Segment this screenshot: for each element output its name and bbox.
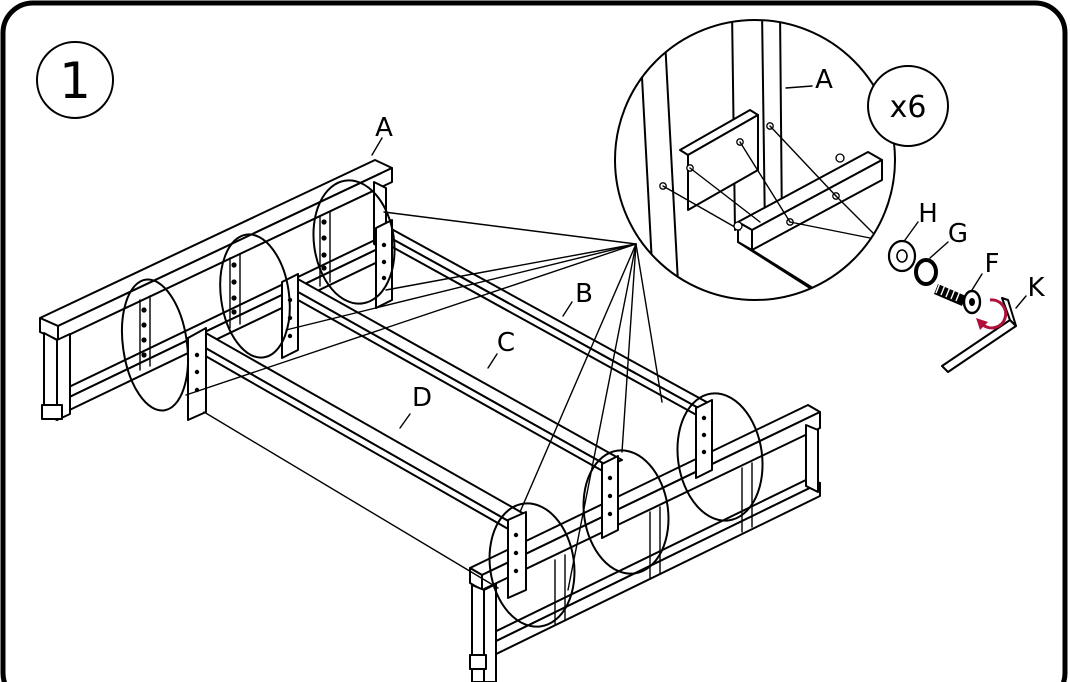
label-h: H bbox=[918, 199, 938, 229]
detail-magnifier bbox=[614, 19, 896, 301]
quantity-label: x6 bbox=[890, 90, 927, 125]
label-d: D bbox=[412, 383, 432, 413]
label-f: F bbox=[985, 249, 1000, 279]
part-labels: A B C D A H G F K bbox=[371, 65, 1045, 429]
hardware-washer-h bbox=[887, 239, 917, 273]
hardware-bolt-f bbox=[934, 282, 982, 315]
hardware-allen-key-k bbox=[941, 297, 1017, 373]
label-g: G bbox=[948, 219, 968, 249]
callout-leader-lines bbox=[185, 211, 663, 591]
step-number-badge: 1 bbox=[36, 41, 114, 119]
label-a-detail: A bbox=[815, 65, 833, 95]
label-a: A bbox=[375, 113, 393, 143]
label-b: B bbox=[575, 279, 593, 309]
step-number: 1 bbox=[59, 52, 91, 110]
callout-ellipses bbox=[121, 179, 764, 628]
label-k: K bbox=[1027, 273, 1045, 303]
quantity-badge: x6 bbox=[867, 65, 949, 147]
hardware-lock-washer-g bbox=[914, 258, 938, 286]
label-c: C bbox=[497, 328, 515, 358]
